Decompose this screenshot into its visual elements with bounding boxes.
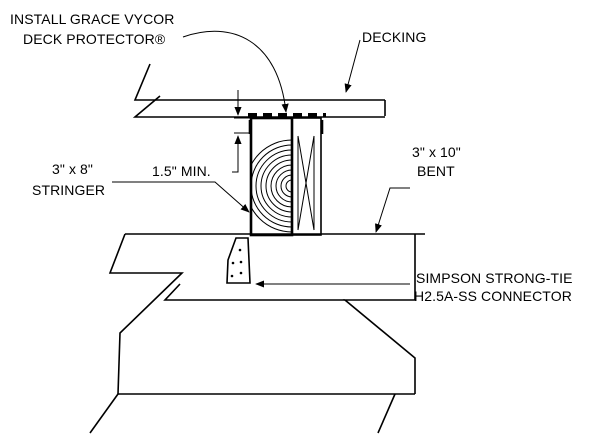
stringer — [249, 116, 322, 237]
stringer-label-line2: STRINGER — [32, 182, 105, 198]
stringer-label-line1: 3" x 8" — [52, 161, 93, 177]
install-label-line2: DECK PROTECTOR® — [23, 31, 166, 47]
deck-protector-membrane — [248, 113, 326, 134]
bent-label-line2: BENT — [417, 163, 455, 179]
end-grain-rings — [251, 139, 292, 233]
min-clearance-dimension — [232, 90, 250, 173]
bent-beam — [89, 233, 425, 434]
simpson-connector — [226, 237, 251, 284]
leader-lines — [112, 30, 410, 288]
connector-label-line2: H2.5A-SS CONNECTOR — [414, 288, 572, 304]
connector-label-line1: SIMPSON STRONG-TIE — [416, 270, 573, 286]
min-clearance-label: 1.5" MIN. — [152, 163, 211, 179]
bent-label-line1: 3" x 10" — [412, 144, 461, 160]
decking-board — [132, 63, 386, 118]
decking-label: DECKING — [362, 29, 427, 45]
install-label-line1: INSTALL GRACE VYCOR — [10, 11, 175, 27]
